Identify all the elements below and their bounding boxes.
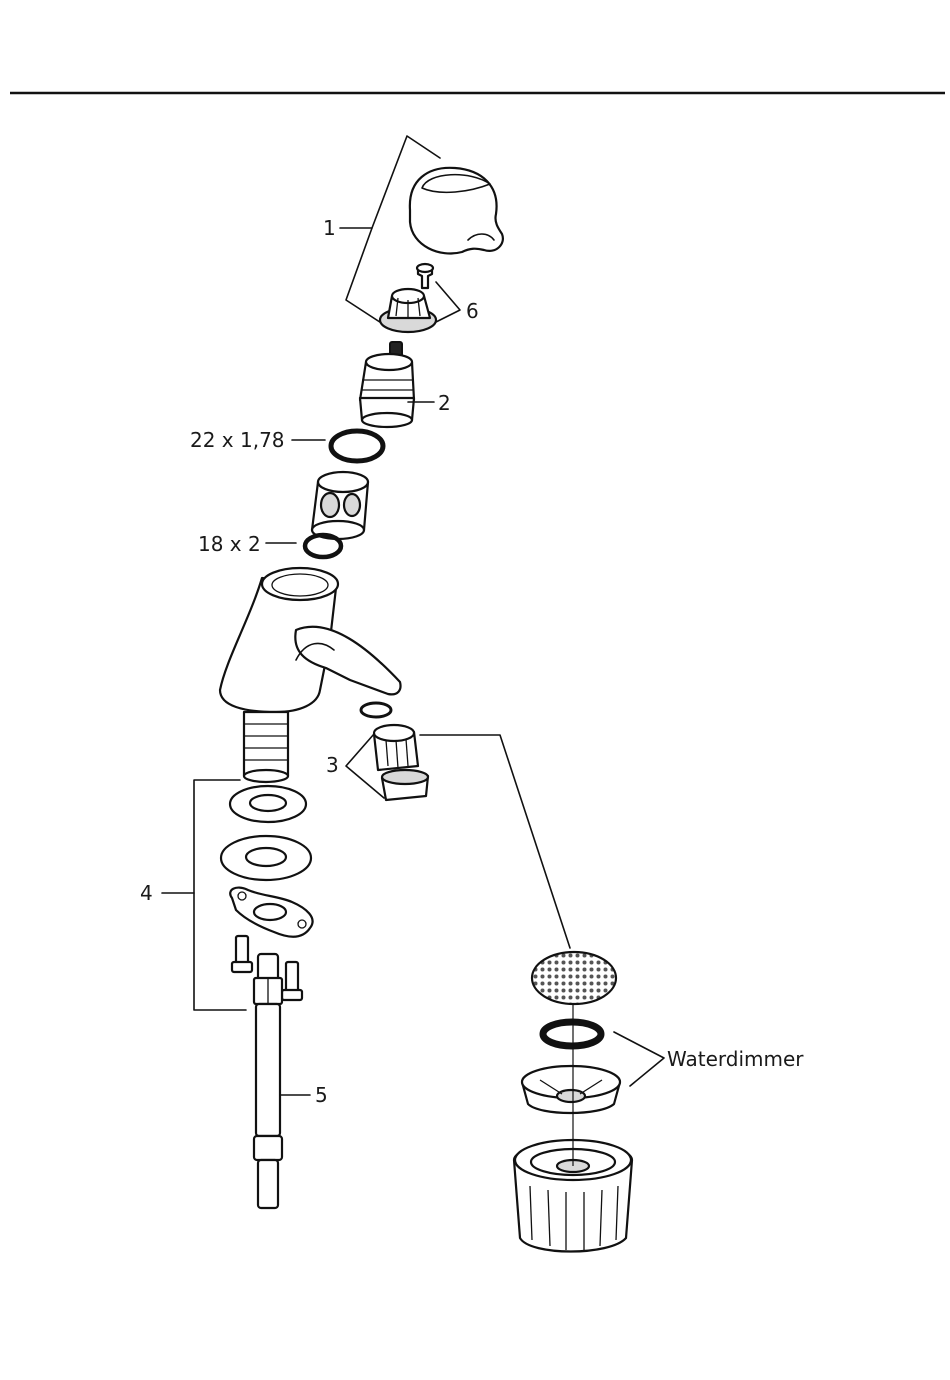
hose-fitting-top: [258, 954, 278, 980]
label-part-2: 2: [438, 391, 451, 415]
label-part-1: 1: [323, 216, 336, 240]
hose-tube: [256, 1004, 280, 1136]
flange-hole: [254, 904, 286, 920]
shank-end: [244, 770, 288, 782]
label-part-4: 4: [140, 881, 153, 905]
aerator-insert-top: [374, 725, 414, 741]
valve-sleeve: [312, 472, 368, 539]
hose-crimp: [254, 1136, 282, 1160]
tap-body: [220, 568, 401, 782]
washer-lower-hole: [246, 848, 286, 866]
aerator-mesh-screen: [532, 952, 616, 1004]
label-part-5: 5: [315, 1083, 328, 1107]
tap-top-opening: [262, 568, 338, 600]
sleeve-window: [321, 493, 339, 517]
label-part-6: 6: [466, 299, 479, 323]
part-6-screw-group: [380, 264, 460, 332]
sleeve-window: [344, 494, 360, 516]
part-6-leader: [436, 282, 460, 322]
label-oring-large: 22 x 1,78: [190, 428, 285, 452]
bolt-right: [286, 962, 298, 992]
screw-head: [417, 264, 433, 272]
aerator-housing-top: [382, 770, 428, 784]
part-3-aerator-group: [346, 703, 570, 948]
label-waterdimmer: Waterdimmer: [667, 1047, 804, 1071]
label-oring-small: 18 x 2: [198, 532, 261, 556]
hose-tail: [258, 1160, 278, 1208]
part-4-mounting-group: [162, 780, 313, 1010]
waterdimmer-detail-leader: [420, 735, 570, 948]
tap-shank: [244, 712, 288, 776]
bolt-right-head: [282, 990, 302, 1000]
washer-upper-hole: [250, 795, 286, 811]
sleeve-top: [318, 472, 368, 492]
label-part-3: 3: [326, 753, 339, 777]
waterdimmer-ring: [543, 1022, 601, 1046]
waterdimmer-disc-center: [557, 1090, 585, 1102]
waterdimmer-leader: [614, 1032, 664, 1086]
cartridge-top: [366, 354, 412, 370]
bolt-left-head: [232, 962, 252, 972]
lever-handle: [410, 168, 503, 254]
part-2-cartridge-group: [360, 342, 434, 427]
aerator-washer: [361, 703, 391, 717]
oring-large: [331, 431, 383, 461]
oring-22-group: [292, 431, 383, 461]
cartridge-bottom: [362, 413, 412, 427]
waterdimmer-detail-group: [514, 952, 664, 1252]
